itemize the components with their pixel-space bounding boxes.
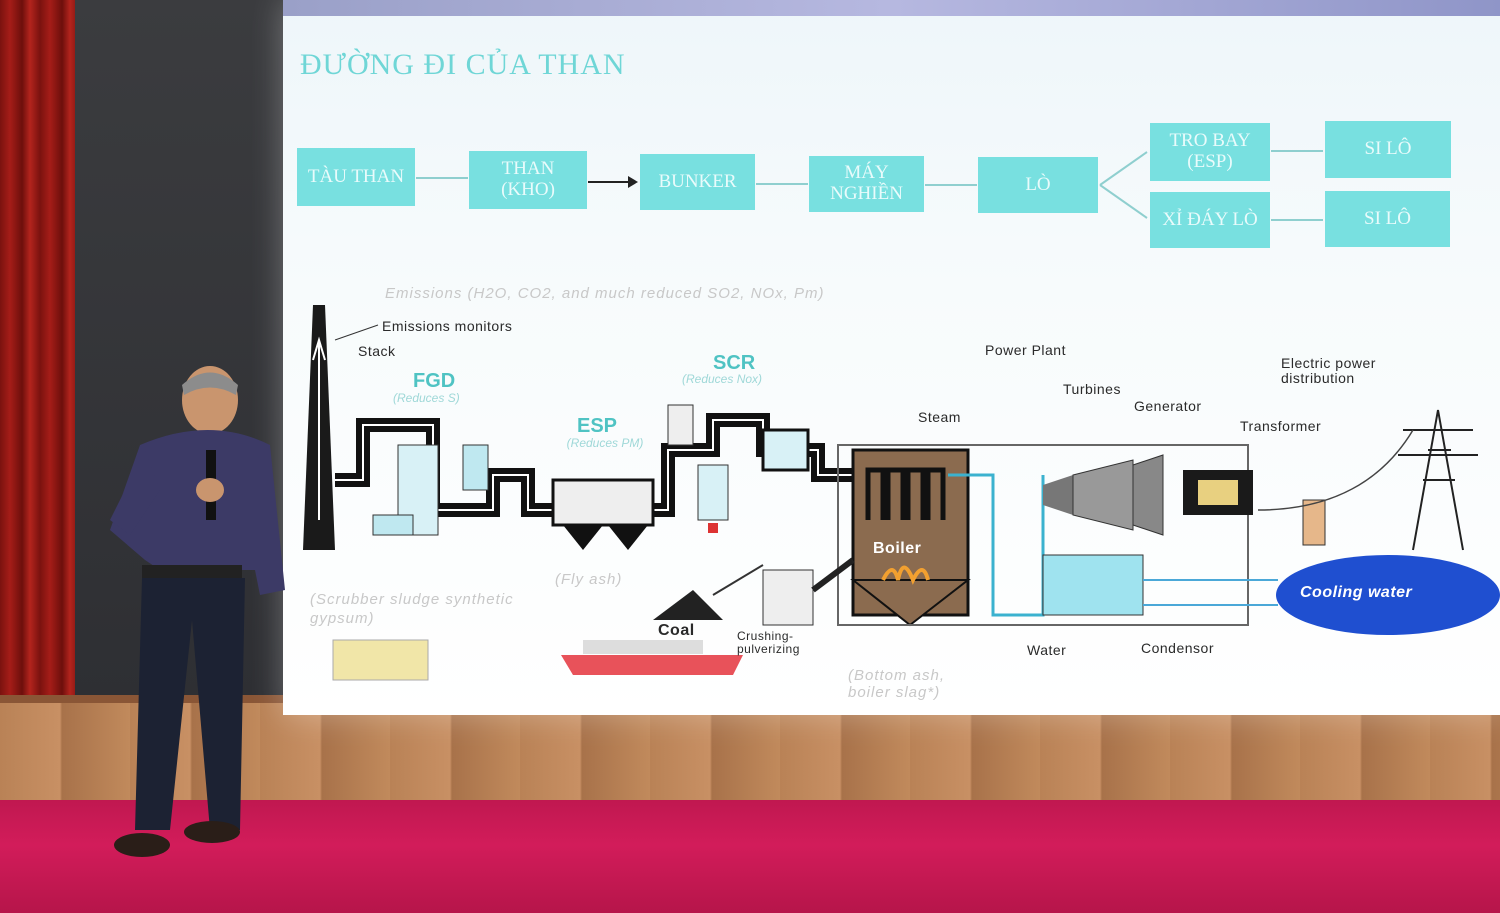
flow-box-tro-bay: TRO BAY (ESP)	[1150, 123, 1270, 181]
flow-box-si-lo-2: SI LÔ	[1325, 191, 1450, 247]
flow-box-may-nghien: MÁY NGHIỀN	[809, 156, 924, 212]
power-plant-diagram	[303, 305, 1500, 681]
electric-power-label: Electric power distribution	[1281, 355, 1376, 387]
flow-box-bunker: BUNKER	[640, 154, 755, 210]
flow-box-lo: LÒ	[978, 157, 1098, 213]
fgd-label: FGD	[413, 370, 456, 392]
emissions-monitors-label: Emissions monitors	[382, 318, 513, 334]
flow-connector	[1271, 150, 1323, 152]
condensor-label: Condensor	[1141, 640, 1214, 656]
power-plant-label: Power Plant	[985, 342, 1066, 358]
flow-connector	[925, 184, 977, 186]
wood-panel	[0, 695, 1500, 815]
flow-arrow	[588, 181, 632, 183]
fgd-sub-label: (Reduces S)	[393, 391, 460, 405]
flow-box-si-lo-1: SI LÔ	[1325, 121, 1451, 178]
bottom-ash-label: (Bottom ash, boiler slag*)	[848, 667, 946, 702]
flow-box-xi-day-lo: XỈ ĐÁY LÒ	[1150, 192, 1270, 248]
flow-box-than-kho: THAN (KHO)	[469, 151, 587, 209]
presenter	[110, 366, 285, 857]
generator-label: Generator	[1134, 398, 1202, 414]
screen-top-band	[283, 0, 1500, 16]
flow-box-tau-than: TÀU THAN	[297, 148, 415, 206]
scr-label: SCR	[713, 352, 756, 374]
stack-label: Stack	[358, 343, 396, 359]
water-label: Water	[1027, 642, 1067, 658]
fly-ash-label: (Fly ash)	[555, 571, 623, 588]
flow-connector	[1271, 219, 1323, 221]
scr-sub-label: (Reduces Nox)	[682, 372, 763, 386]
turbines-label: Turbines	[1063, 381, 1121, 397]
esp-label: ESP	[577, 415, 618, 437]
branch-connector	[1099, 151, 1148, 219]
transformer-label: Transformer	[1240, 418, 1322, 434]
slide-title: ĐƯỜNG ĐI CỦA THAN	[300, 48, 626, 81]
emissions-label: Emissions (H2O, CO2, and much reduced SO…	[385, 285, 825, 302]
red-carpet-floor	[0, 800, 1500, 913]
steam-label: Steam	[918, 409, 961, 425]
scrubber-label: (Scrubber sludge synthetic gypsum)	[310, 591, 514, 627]
coal-label: Coal	[658, 622, 695, 639]
boiler-label: Boiler	[873, 540, 922, 557]
flow-connector	[416, 177, 468, 179]
flow-connector	[756, 183, 808, 185]
crushing-label: Crushing-pulverizing	[737, 629, 800, 657]
esp-sub-label: (Reduces PM)	[566, 436, 644, 450]
arrow-head-icon	[628, 176, 638, 188]
cooling-water-label: Cooling water	[1300, 584, 1413, 601]
